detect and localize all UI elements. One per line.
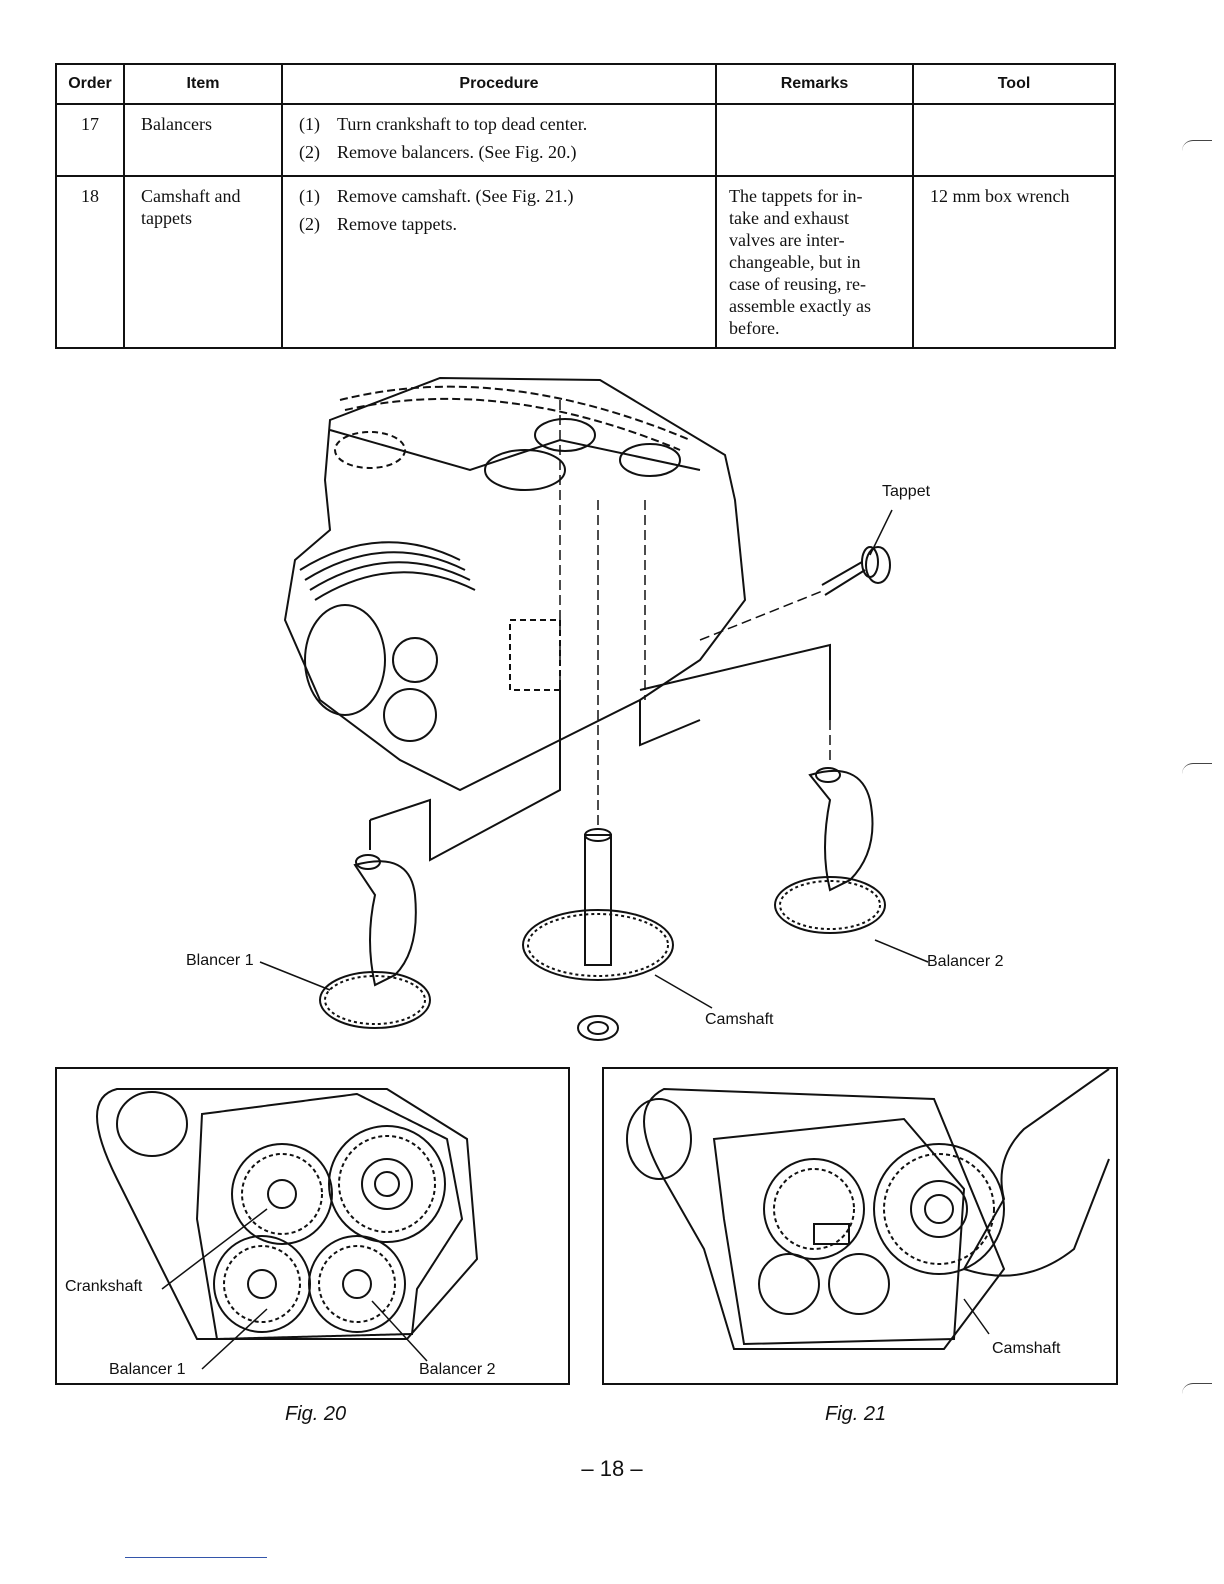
- step-text: Remove balancers. (See Fig. 20.): [337, 142, 577, 162]
- margin-mark: [1182, 763, 1212, 774]
- table-header-row: Order Item Procedure Remarks Tool: [55, 63, 1116, 105]
- camshaft-label: Camshaft: [705, 1011, 774, 1028]
- bottom-rule: [125, 1557, 267, 1558]
- balancer-2-part: [774, 767, 886, 934]
- fig20-balancer-2-label: Balancer 2: [419, 1361, 496, 1378]
- procedure-step: (1) Remove camshaft. (See Fig. 21.): [299, 185, 705, 207]
- procedure-step: (2) Remove tappets.: [299, 213, 705, 235]
- row-item: Camshaft and tappets: [123, 175, 283, 349]
- row-order: 17: [55, 103, 125, 177]
- remarks-line: before.: [729, 318, 780, 338]
- step-number: (2): [299, 214, 320, 234]
- procedure-step: (1) Turn crankshaft to top dead center.: [299, 113, 705, 135]
- row-item-text: Camshaft and tappets: [141, 186, 241, 228]
- fig-21-photo: Camshaft: [602, 1067, 1118, 1385]
- fig21-camshaft-label: Camshaft: [992, 1340, 1061, 1357]
- remarks-line: assemble exactly as: [729, 296, 871, 316]
- remarks-line: valves are inter-: [729, 230, 845, 250]
- header-tool: Tool: [912, 63, 1116, 105]
- fig20-balancer-1-label: Balancer 1: [109, 1361, 186, 1378]
- fig-20-illustration: Crankshaft Balancer 1 Balancer 2: [65, 1088, 496, 1378]
- remarks-line: The tappets for in-: [729, 186, 863, 206]
- balancer-1-label: Blancer 1: [186, 952, 254, 969]
- header-remarks: Remarks: [715, 63, 914, 105]
- crankshaft-label: Crankshaft: [65, 1278, 143, 1295]
- exploded-view-diagram: Tappet Balancer 2 Camshaft Blancer 1: [186, 376, 1004, 1041]
- header-item: Item: [123, 63, 283, 105]
- procedure-table: Order Item Procedure Remarks Tool 17 Bal…: [55, 63, 1116, 349]
- row-item: Balancers: [123, 103, 283, 177]
- tappet-part: [821, 561, 866, 596]
- row-remarks: [715, 103, 914, 177]
- table-row: 18 Camshaft and tappets (1) Remove camsha…: [55, 175, 1116, 349]
- page-number: – 18 –: [581, 1456, 643, 1481]
- fig-20-caption: Fig. 20: [285, 1403, 347, 1425]
- remarks-line: take and exhaust: [729, 208, 849, 228]
- balancer-2-label: Balancer 2: [927, 953, 1004, 970]
- row-procedure: (1) Remove camshaft. (See Fig. 21.) (2) Re…: [281, 175, 717, 349]
- fig-21-caption: Fig. 21: [825, 1403, 887, 1425]
- row-order: 18: [55, 175, 125, 349]
- step-number: (1): [299, 114, 320, 134]
- procedure-step: (2) Remove balancers. (See Fig. 20.): [299, 141, 705, 163]
- row-procedure: (1) Turn crankshaft to top dead center. (…: [281, 103, 717, 177]
- balancer-1-part: [319, 854, 431, 1029]
- camshaft-part: [522, 828, 674, 1041]
- header-procedure: Procedure: [281, 63, 717, 105]
- tappet-label: Tappet: [882, 483, 931, 500]
- remarks-line: case of reusing, re-: [729, 274, 866, 294]
- row-tool: [912, 103, 1116, 177]
- table-row: 17 Balancers (1) Turn crankshaft to top d…: [55, 103, 1116, 177]
- step-text: Remove camshaft. (See Fig. 21.): [337, 186, 574, 206]
- row-remarks: The tappets for in- take and exhaust val…: [715, 175, 914, 349]
- step-text: Turn crankshaft to top dead center.: [337, 114, 588, 134]
- margin-mark: [1182, 1383, 1212, 1394]
- crankcase-outline: [283, 376, 747, 792]
- fig-21-illustration: Camshaft: [626, 1069, 1110, 1357]
- remarks-line: changeable, but in: [729, 252, 861, 272]
- header-order: Order: [55, 63, 125, 105]
- row-tool: 12 mm box wrench: [912, 175, 1116, 349]
- step-number: (1): [299, 186, 320, 206]
- step-text: Remove tappets.: [337, 214, 457, 234]
- margin-mark: [1182, 140, 1212, 151]
- fig-20-photo: Crankshaft Balancer 1 Balancer 2: [55, 1067, 570, 1385]
- step-number: (2): [299, 142, 320, 162]
